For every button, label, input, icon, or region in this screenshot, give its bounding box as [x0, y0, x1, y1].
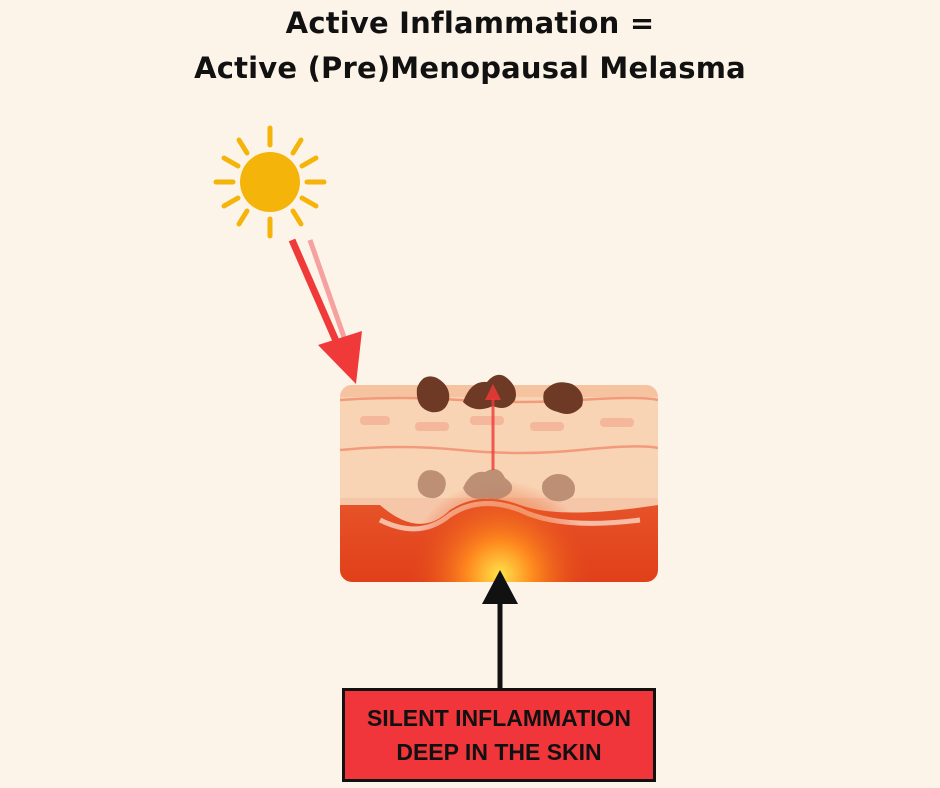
surface-pigment-clusters	[416, 374, 583, 414]
title-line-1: Active Inflammation =	[285, 6, 655, 40]
sun-icon	[213, 125, 327, 239]
callout-line-1: SILENT INFLAMMATION	[366, 705, 632, 731]
silent-inflammation-callout: SILENT INFLAMMATION DEEP IN THE SKIN	[342, 688, 656, 782]
inflammation-up-arrow	[482, 570, 518, 688]
callout-line-2: DEEP IN THE SKIN	[396, 739, 602, 765]
title-line-2: Active (Pre)Menopausal Melasma	[194, 51, 746, 85]
uv-ray-arrow	[288, 238, 362, 384]
deep-pigment-clusters	[417, 469, 575, 502]
pigment-up-arrow	[485, 384, 501, 470]
